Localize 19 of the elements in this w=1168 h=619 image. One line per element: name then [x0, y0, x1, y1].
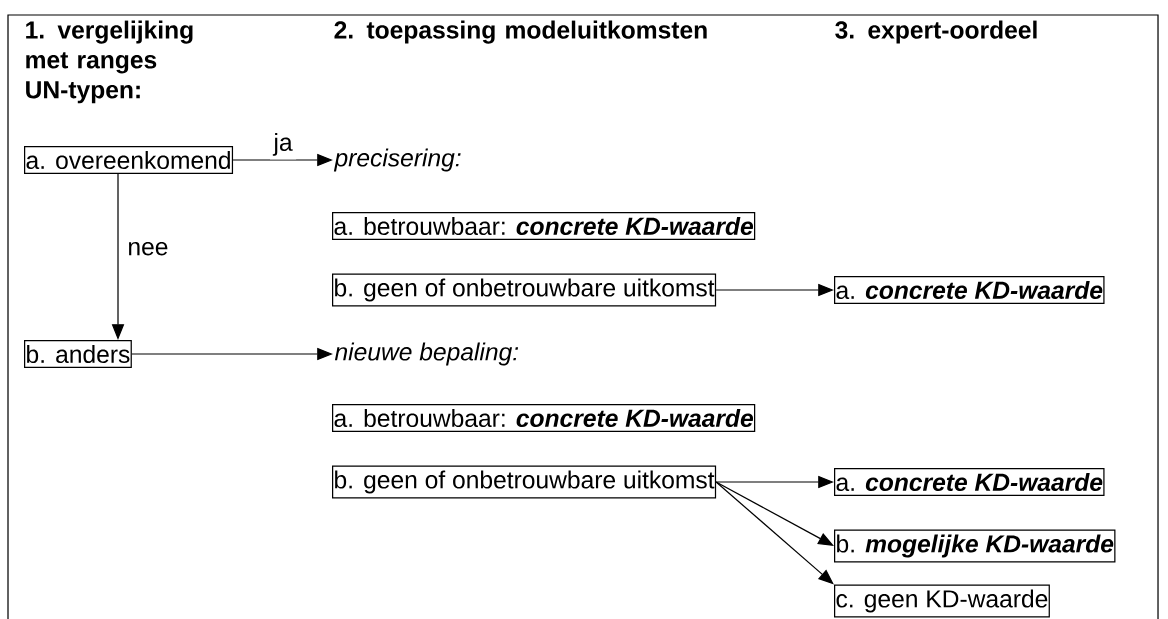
step-heading: nieuwe bepaling: — [334, 342, 519, 366]
column-heading: 2. toepassing modeluitkomsten — [334, 20, 707, 44]
text-box: a. concrete KD-waarde — [834, 467, 1105, 497]
text-box: b. anders — [24, 339, 132, 369]
arrow — [715, 481, 834, 546]
text-box: a. concrete KD-waarde — [834, 275, 1105, 305]
edge-label: nee — [123, 238, 172, 259]
text-box: b. geen of onbetrouwbare uitkomst — [332, 273, 717, 307]
text-box: c. geen KD-waarde — [834, 584, 1050, 618]
arrow — [715, 481, 834, 585]
text-box: a. overeenkomend — [24, 145, 234, 175]
text-box: b. geen of onbetrouwbare uitkomst — [332, 465, 717, 499]
column-heading: 3. expert-oordeel — [835, 20, 1037, 44]
text-box: b. mogelijke KD-waarde — [834, 529, 1116, 563]
text-box: a. betrouwbaar: concrete KD-waarde — [332, 403, 756, 433]
edge-label: ja — [269, 129, 297, 160]
step-heading: precisering: — [333, 148, 461, 172]
text-box: a. betrouwbaar: concrete KD-waarde — [332, 211, 756, 241]
column-heading: 1. vergelijking met ranges UN-typen: — [26, 20, 193, 104]
